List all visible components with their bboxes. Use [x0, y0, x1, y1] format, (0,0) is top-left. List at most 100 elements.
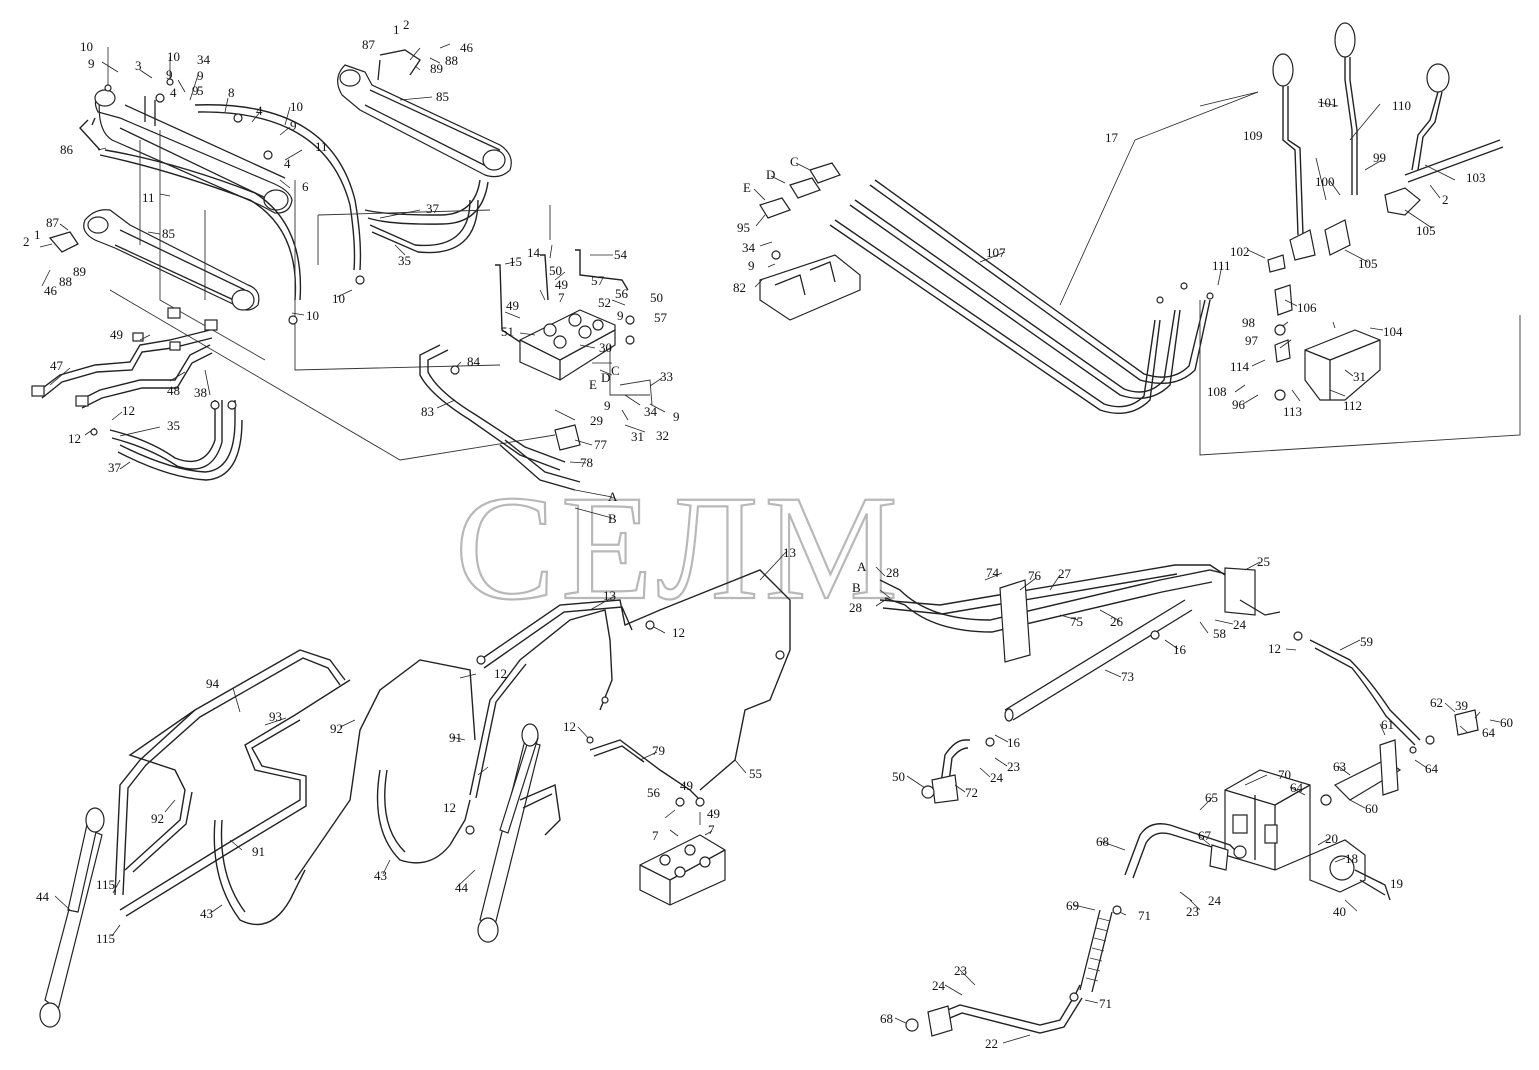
part-label: 47 — [50, 358, 64, 373]
part-label: 69 — [1066, 898, 1079, 913]
part-label: 46 — [460, 40, 474, 55]
part-label: 51 — [501, 324, 514, 339]
part-label: 12 — [672, 625, 685, 640]
part-label: 62 — [1430, 695, 1443, 710]
part-label: 78 — [580, 455, 593, 470]
part-label: 49 — [707, 806, 720, 821]
part-label: 28 — [886, 565, 899, 580]
part-label: 16 — [1173, 642, 1187, 657]
part-label: 56 — [615, 286, 629, 301]
part-label: 12 — [68, 431, 81, 446]
part-label: 49 — [506, 298, 519, 313]
part-label: 18 — [1345, 851, 1358, 866]
part-label: 3 — [135, 58, 142, 73]
valve-block-top — [419, 205, 653, 491]
part-label: 87 — [46, 215, 60, 230]
part-label: 9 — [604, 398, 611, 413]
part-label: 83 — [421, 404, 434, 419]
part-label: 95 — [737, 220, 750, 235]
part-label: 91 — [252, 844, 265, 859]
part-label: 13 — [783, 545, 796, 560]
part-label: 46 — [44, 283, 58, 298]
part-label: 74 — [986, 565, 1000, 580]
part-label: 24 — [1208, 893, 1222, 908]
part-label: 75 — [1070, 614, 1083, 629]
part-label: 77 — [594, 437, 608, 452]
pump-and-lines-group — [879, 564, 1479, 1037]
part-label: D — [601, 370, 610, 385]
part-label: 84 — [467, 354, 481, 369]
part-label: 25 — [1257, 554, 1270, 569]
part-label: 89 — [430, 61, 443, 76]
lift-cylinder-group-left — [39, 569, 791, 1028]
leader-lines — [39, 43, 1501, 1044]
part-label: 101 — [1318, 95, 1338, 110]
part-label: 57 — [654, 310, 668, 325]
part-label: 8 — [228, 85, 235, 100]
part-label: 22 — [985, 1036, 998, 1051]
part-label: C — [790, 154, 799, 169]
part-label: 100 — [1315, 174, 1335, 189]
control-levers-group — [759, 22, 1521, 456]
part-label: 32 — [656, 428, 669, 443]
part-label: 98 — [1242, 315, 1255, 330]
part-label: 43 — [374, 868, 387, 883]
part-label: 28 — [849, 600, 862, 615]
part-label: 9 — [197, 68, 204, 83]
part-label: 109 — [1243, 128, 1263, 143]
part-label: 14 — [527, 245, 541, 260]
part-label: 50 — [650, 290, 663, 305]
part-label: 9 — [166, 67, 173, 82]
part-label: 10 — [306, 308, 319, 323]
part-label: 39 — [1455, 698, 1468, 713]
part-label: 29 — [590, 413, 603, 428]
part-label: 103 — [1466, 170, 1486, 185]
part-label: 24 — [990, 770, 1004, 785]
part-label: 93 — [269, 709, 282, 724]
part-label: 88 — [445, 53, 458, 68]
part-label: C — [611, 363, 620, 378]
part-label: 11 — [142, 190, 155, 205]
part-label: 34 — [644, 404, 658, 419]
part-label: 67 — [1198, 828, 1212, 843]
part-label: 12 — [563, 719, 576, 734]
part-label: 34 — [742, 240, 756, 255]
part-label: 68 — [1096, 834, 1109, 849]
part-label: 15 — [509, 254, 522, 269]
part-label: 57 — [591, 273, 605, 288]
part-label: 12 — [443, 800, 456, 815]
part-label: 31 — [1353, 369, 1366, 384]
part-label: 52 — [598, 295, 611, 310]
part-label: 94 — [206, 676, 220, 691]
part-label: 92 — [151, 811, 164, 826]
part-label: 106 — [1297, 300, 1317, 315]
part-label: 4 — [284, 156, 291, 171]
part-label: 108 — [1207, 384, 1227, 399]
part-label: 11 — [315, 139, 328, 154]
part-label: 7 — [558, 290, 565, 305]
part-label: 37 — [426, 201, 440, 216]
part-label: 17 — [1105, 130, 1119, 145]
part-label: 44 — [36, 889, 50, 904]
part-label: 35 — [398, 253, 411, 268]
part-label: 71 — [1138, 908, 1151, 923]
part-label: 13 — [603, 588, 616, 603]
part-label: 85 — [436, 89, 449, 104]
part-label: 88 — [59, 274, 72, 289]
part-label: 33 — [660, 369, 673, 384]
part-label: 72 — [965, 785, 978, 800]
part-label: 4 — [256, 103, 263, 118]
part-label: A — [608, 489, 618, 504]
part-label: 2 — [403, 17, 410, 32]
part-label: 56 — [647, 785, 661, 800]
part-label: 26 — [1110, 614, 1124, 629]
part-label: D — [766, 167, 775, 182]
part-label: 9 — [88, 56, 95, 71]
part-label: 44 — [455, 880, 469, 895]
part-label: 30 — [599, 340, 612, 355]
part-label: B — [852, 580, 861, 595]
part-label: 112 — [1343, 398, 1362, 413]
part-label: 82 — [733, 280, 746, 295]
part-label: 110 — [1392, 98, 1411, 113]
part-label: 115 — [96, 877, 115, 892]
